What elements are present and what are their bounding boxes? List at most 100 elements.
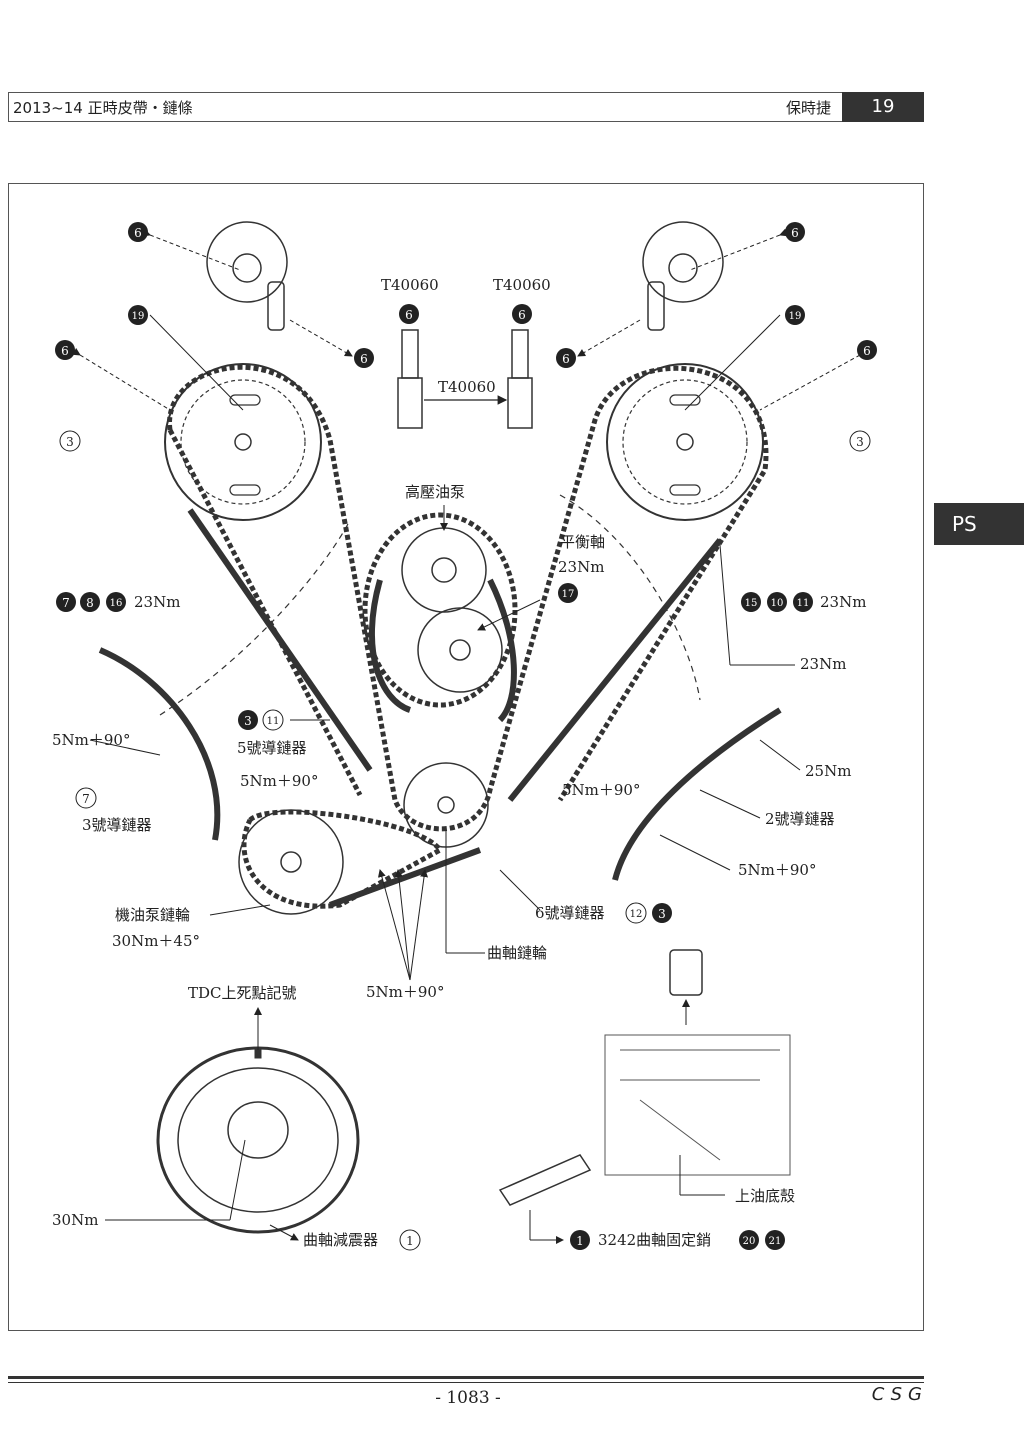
tool-label-right: T40060: [493, 276, 551, 294]
svg-text:10: 10: [771, 598, 784, 609]
crankshaft-damper: [156, 1046, 360, 1234]
badge-3-guide6: 3: [652, 903, 672, 923]
svg-text:1: 1: [576, 1234, 584, 1248]
badge-16: 16: [106, 592, 126, 612]
timing-chain: [167, 364, 769, 909]
left-cam-sprocket: [164, 363, 322, 521]
tool-label-left: T40060: [381, 276, 439, 294]
tdc-mark-label: TDC上死點記號: [188, 984, 297, 1002]
badge-11-top: 11: [793, 592, 813, 612]
tool-label-mid: T40060: [438, 378, 496, 396]
svg-text:6: 6: [405, 308, 413, 322]
svg-text:19: 19: [132, 311, 145, 322]
guide5-label: 5號導鏈器: [237, 739, 307, 757]
hp-pump-label: 高壓油泵: [405, 483, 465, 501]
balance-shaft-sprocket: [417, 607, 503, 693]
crank-locking-pin: [498, 949, 703, 1206]
svg-text:11: 11: [267, 716, 280, 727]
badge-6-g: 6: [55, 340, 75, 360]
callout-badges: 6 6 6 6 6 6 6 6 19 19 3 3 7 8 16 15 10 1…: [55, 222, 877, 1251]
right-cam-torque: 23Nm: [820, 593, 866, 611]
svg-text:16: 16: [110, 598, 123, 609]
svg-text:6: 6: [61, 344, 69, 358]
guide2-bottom-torque: 5Nm＋90°: [738, 861, 816, 879]
svg-text:8: 8: [86, 596, 94, 610]
svg-text:21: 21: [769, 1236, 782, 1247]
badge-12: 12: [625, 902, 647, 924]
svg-text:3: 3: [658, 907, 666, 921]
badge-15: 15: [741, 592, 761, 612]
badge-10: 10: [767, 592, 787, 612]
guide2-label: 2號導鏈器: [765, 810, 835, 828]
oil-pump-sprocket: [238, 809, 344, 915]
badge-3-left: 3: [59, 430, 81, 452]
badge-7: 7: [56, 592, 76, 612]
guide5-torque-center: 5Nm＋90°: [240, 772, 318, 790]
badge-3-right: 3: [849, 430, 871, 452]
svg-text:17: 17: [562, 589, 575, 600]
badge-6-b: 6: [354, 348, 374, 368]
upper-oil-pan-label: 上油底殼: [735, 1187, 795, 1205]
svg-text:11: 11: [797, 598, 810, 609]
footer-rule: [8, 1376, 924, 1379]
dashed-arc-right: [559, 494, 701, 701]
svg-text:6: 6: [791, 226, 799, 240]
badge-6-d: 6: [556, 348, 576, 368]
badge-19-left: 19: [128, 305, 148, 325]
left-cam-torque: 23Nm: [134, 593, 180, 611]
right-tensioner-torque: 23Nm: [800, 655, 846, 673]
header-title: 2013~14 正時皮帶・鏈條: [13, 99, 193, 117]
badge-6-c: 6: [785, 222, 805, 242]
svg-text:20: 20: [743, 1236, 756, 1247]
right-top-adjuster: [642, 221, 724, 331]
diagram-frame: [8, 183, 924, 1331]
badge-1-pin: 1: [570, 1230, 590, 1250]
badge-6-a: 6: [128, 222, 148, 242]
svg-text:7: 7: [62, 596, 70, 610]
badge-21: 21: [765, 1230, 785, 1250]
svg-text:19: 19: [789, 311, 802, 322]
badge-6-h: 6: [857, 340, 877, 360]
svg-text:15: 15: [745, 598, 758, 609]
crank-damper-label: 曲軸減震器: [303, 1231, 378, 1249]
badge-7-guide3: 7: [75, 787, 97, 809]
svg-text:6: 6: [360, 352, 368, 366]
guide6-label: 6號導鏈器: [535, 904, 605, 922]
svg-text:3: 3: [856, 435, 864, 449]
guide5-torque-left: 5Nm＋90°: [52, 731, 130, 749]
badge-6-e: 6: [399, 304, 419, 324]
guide3-label: 3號導鏈器: [82, 816, 152, 834]
footer-rule-thin: [8, 1382, 924, 1383]
high-pressure-pump-sprocket: [401, 527, 487, 613]
upper-oil-pan: [604, 1034, 791, 1176]
badge-11-guide5: 11: [262, 709, 284, 731]
balance-shaft-label: 平衡軸: [560, 533, 605, 551]
right-cam-sprocket: [606, 363, 764, 521]
oil-pump-torque: 30Nm＋45°: [112, 932, 200, 950]
locking-tool-left: [397, 329, 423, 429]
crank-sprocket-label: 曲軸鏈輪: [487, 944, 547, 962]
leader-lines: [71, 228, 869, 1244]
crank-pin-label: 3242曲軸固定銷: [598, 1231, 711, 1249]
svg-text:7: 7: [82, 792, 90, 806]
svg-text:6: 6: [562, 352, 570, 366]
badge-3-guide5: 3: [238, 710, 258, 730]
oil-pump-sprocket-label: 機油泵鏈輪: [115, 906, 190, 924]
header-page-number: 19: [842, 92, 924, 122]
chain-guides: [98, 508, 782, 908]
footer-page-number: - 1083 -: [435, 1388, 501, 1408]
svg-text:6: 6: [134, 226, 142, 240]
page-header: 2013~14 正時皮帶・鏈條 保時捷 19: [8, 92, 924, 122]
svg-text:6: 6: [863, 344, 871, 358]
svg-text:3: 3: [244, 714, 252, 728]
badge-17: 17: [558, 583, 578, 603]
badge-19-right: 19: [785, 305, 805, 325]
badge-20: 20: [739, 1230, 759, 1250]
dashed-arc-left: [159, 519, 351, 716]
section-tab[interactable]: PS: [934, 503, 1024, 545]
guide2-top-torque: 25Nm: [805, 762, 851, 780]
footer-brand: CSG: [871, 1384, 928, 1405]
badge-1-damper: 1: [399, 1229, 421, 1251]
svg-text:6: 6: [518, 308, 526, 322]
